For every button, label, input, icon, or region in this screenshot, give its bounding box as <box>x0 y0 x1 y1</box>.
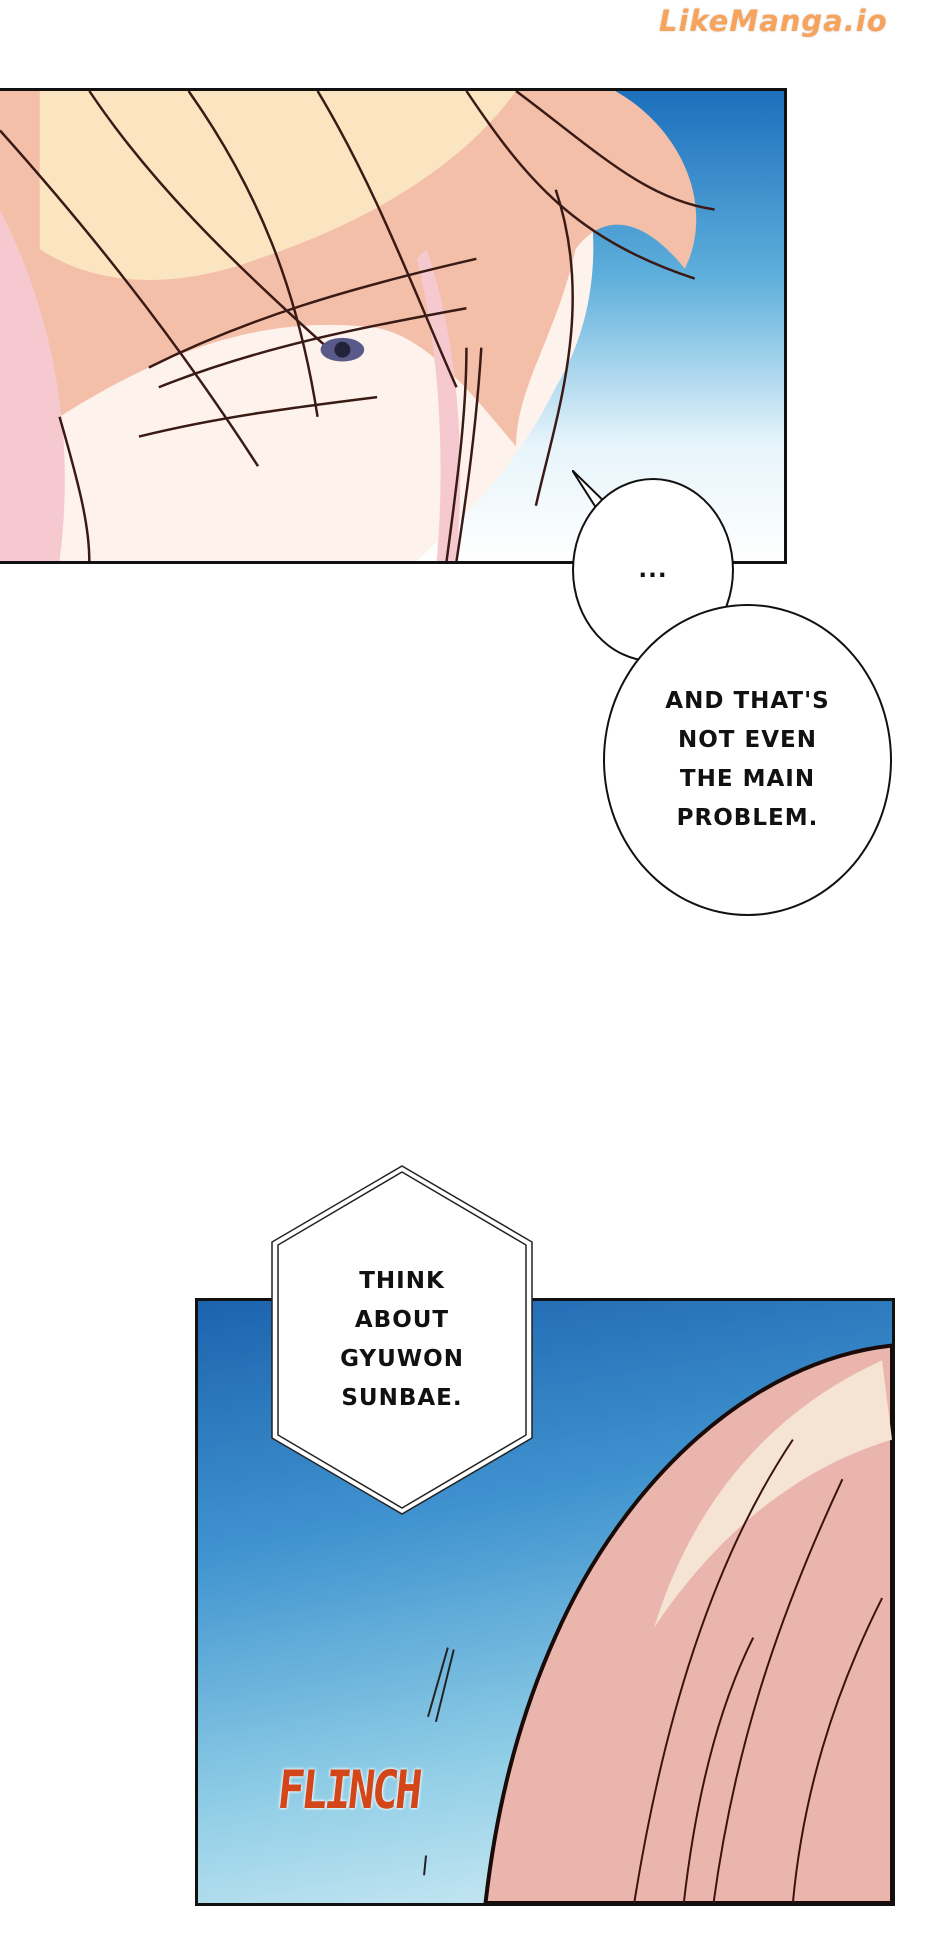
watermark-logo: LikeManga.io <box>659 4 888 38</box>
narration-box-hexagon: THINK ABOUT GYUWON SUNBAE. <box>266 1160 538 1520</box>
comic-panel-flinch <box>195 1298 895 1906</box>
hair-and-face-art <box>0 91 715 561</box>
speech-bubble-text: AND THAT'S NOT EVEN THE MAIN PROBLEM. <box>665 688 830 831</box>
hair-art <box>423 1343 892 1903</box>
speech-bubble-text: ... <box>638 556 668 583</box>
hexagon-border <box>271 1165 533 1515</box>
sound-effect-flinch: FLINCH <box>274 1759 423 1822</box>
speech-bubble-main-problem: AND THAT'S NOT EVEN THE MAIN PROBLEM. <box>603 604 892 916</box>
narration-text: THINK ABOUT GYUWON SUNBAE. <box>340 1268 464 1411</box>
comic-panel-closeup-eye <box>0 88 787 564</box>
